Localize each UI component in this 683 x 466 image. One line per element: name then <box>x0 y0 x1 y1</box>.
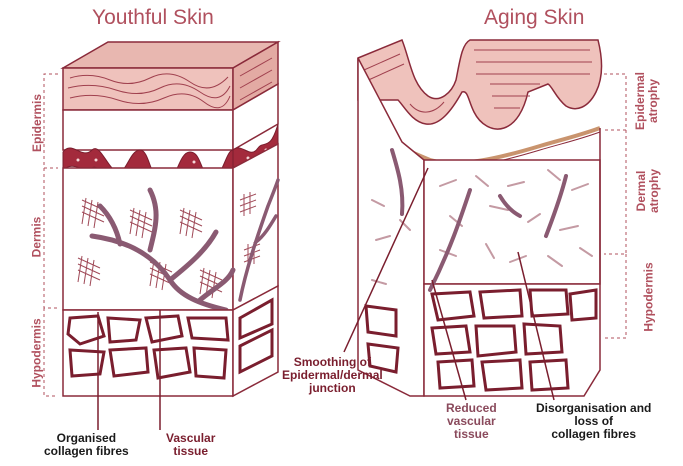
organised-collagen-line-2: collagen fibres <box>44 445 129 458</box>
youthful-dermis-side <box>233 144 278 310</box>
reduced-vascular-note: Reduced vascular tissue <box>446 402 497 441</box>
aging-skin-title: Aging Skin <box>484 6 584 30</box>
hypodermis-right-label: Hypodermis <box>642 262 656 331</box>
youthful-epidermis-front <box>63 68 233 110</box>
vascular-tissue-line-2: tissue <box>166 445 215 458</box>
aging-skin-block <box>358 40 602 396</box>
reduced-vascular-line-3: tissue <box>446 428 497 441</box>
smoothing-note: Smoothing of Epidermal/dermal junction <box>282 356 383 395</box>
aging-epidermis-folds <box>358 40 602 129</box>
disorganisation-line-3: collagen fibres <box>536 428 651 441</box>
organised-collagen-note: Organised collagen fibres <box>44 432 129 458</box>
hypodermis-left-label: Hypodermis <box>30 318 44 387</box>
right-layer-markers <box>604 74 626 338</box>
smoothing-line-3: junction <box>282 382 383 395</box>
left-layer-markers <box>44 74 58 396</box>
epidermal-atrophy-line-2: atrophy <box>647 72 660 130</box>
aging-dermis-front <box>424 160 600 284</box>
dermal-atrophy-line-2: atrophy <box>648 169 661 213</box>
vascular-tissue-note: Vascular tissue <box>166 432 215 458</box>
epidermal-atrophy-label: Epidermal atrophy <box>634 72 660 130</box>
dermis-label: Dermis <box>29 217 43 258</box>
youthful-skin-title: Youthful Skin <box>92 6 214 30</box>
epidermis-label: Epidermis <box>30 94 44 152</box>
youthful-skin-block <box>63 42 278 396</box>
dermal-atrophy-label: Dermal atrophy <box>635 169 661 213</box>
disorganisation-note: Disorganisation and loss of collagen fib… <box>536 402 651 441</box>
